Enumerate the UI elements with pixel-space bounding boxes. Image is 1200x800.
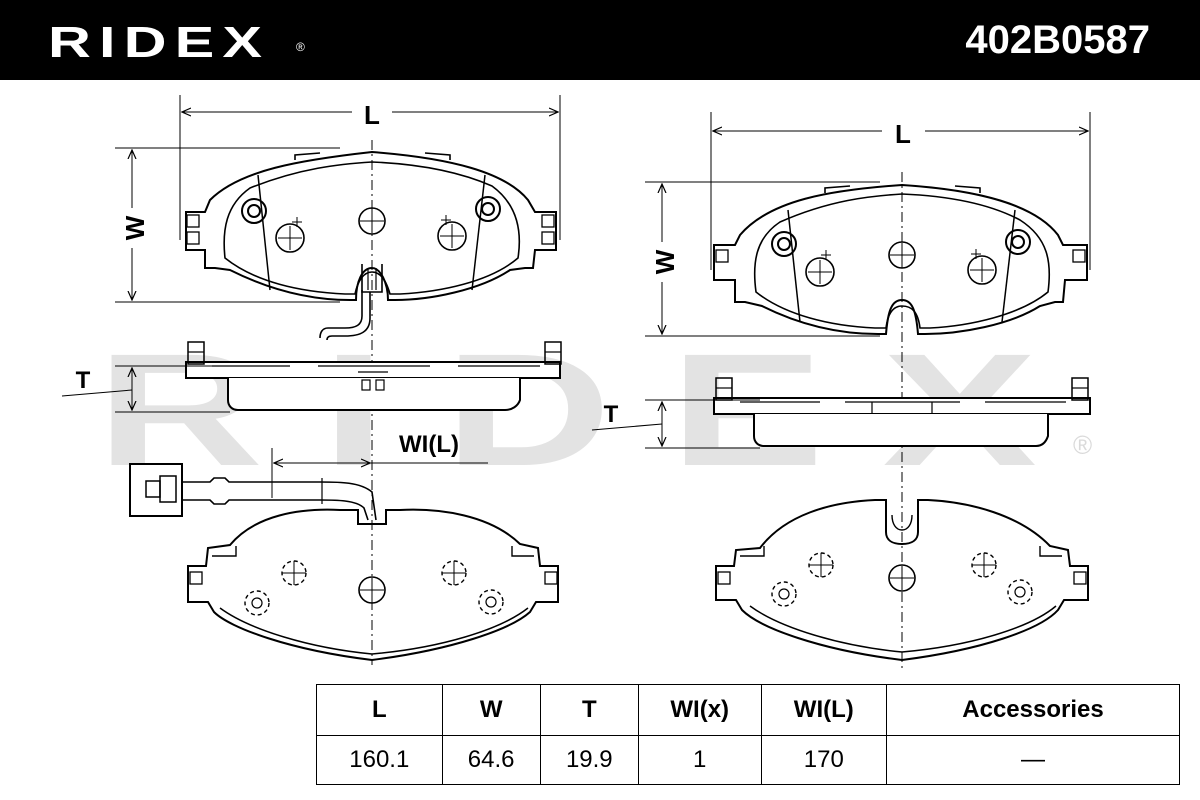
right-thickness-label: T <box>604 401 619 428</box>
left-thickness-label: T <box>76 367 91 394</box>
header-bar: RIDEX ® 402B0587 <box>0 0 1200 80</box>
spec-value-wear-indicator-length: 170 <box>760 735 887 785</box>
left-thickness-dimension <box>61 365 230 413</box>
wear-sensor-connector <box>129 463 377 521</box>
spec-value-width: 64.6 <box>441 735 541 785</box>
spec-header-length: L <box>316 684 443 736</box>
spec-header-width: W <box>441 684 541 736</box>
spec-header-wear-indicator-length: WI(L) <box>760 684 887 736</box>
brand-registered-mark: ® <box>296 40 305 54</box>
right-width-dimension <box>645 181 880 337</box>
left-width-dimension <box>115 147 340 303</box>
left-width-label: W <box>120 215 150 240</box>
spec-value-accessories: — <box>885 735 1181 785</box>
right-pad-front-view <box>713 183 1088 335</box>
spec-header-thickness: T <box>539 684 639 736</box>
right-width-label: W <box>650 249 680 274</box>
left-pad-side-view <box>185 341 562 411</box>
part-number: 402B0587 <box>965 18 1150 62</box>
spec-value-thickness: 19.9 <box>539 735 639 785</box>
left-length-dimension <box>179 95 561 240</box>
right-pad-side-view <box>713 377 1091 447</box>
left-pad-front-view <box>185 150 557 341</box>
spec-table-header-row: L W T WI(x) WI(L) Accessories <box>316 684 1181 736</box>
right-length-label: L <box>895 119 911 149</box>
right-length-dimension <box>710 112 1091 270</box>
brand-logo: RIDEX <box>48 18 271 67</box>
left-length-label: L <box>364 100 380 130</box>
spec-header-accessories: Accessories <box>885 684 1181 736</box>
left-pad-rear-view <box>187 508 559 662</box>
spec-header-wear-indicator-count: WI(x) <box>637 684 762 736</box>
right-thickness-dimension <box>591 399 760 449</box>
watermark-registered-mark: ® <box>1073 430 1093 460</box>
wear-indicator-length-dimension <box>271 448 488 498</box>
spec-value-length: 160.1 <box>316 735 443 785</box>
brake-pad-drawing: L W T WI(L) <box>61 95 1091 670</box>
spec-table-value-row: 160.1 64.6 19.9 1 170 — <box>316 735 1181 785</box>
spec-value-wear-indicator-count: 1 <box>637 735 762 785</box>
right-pad-rear-view <box>715 499 1089 662</box>
wear-indicator-length-label: WI(L) <box>399 431 459 458</box>
spec-table: L W T WI(x) WI(L) Accessories 160.1 64.6… <box>316 684 1181 785</box>
